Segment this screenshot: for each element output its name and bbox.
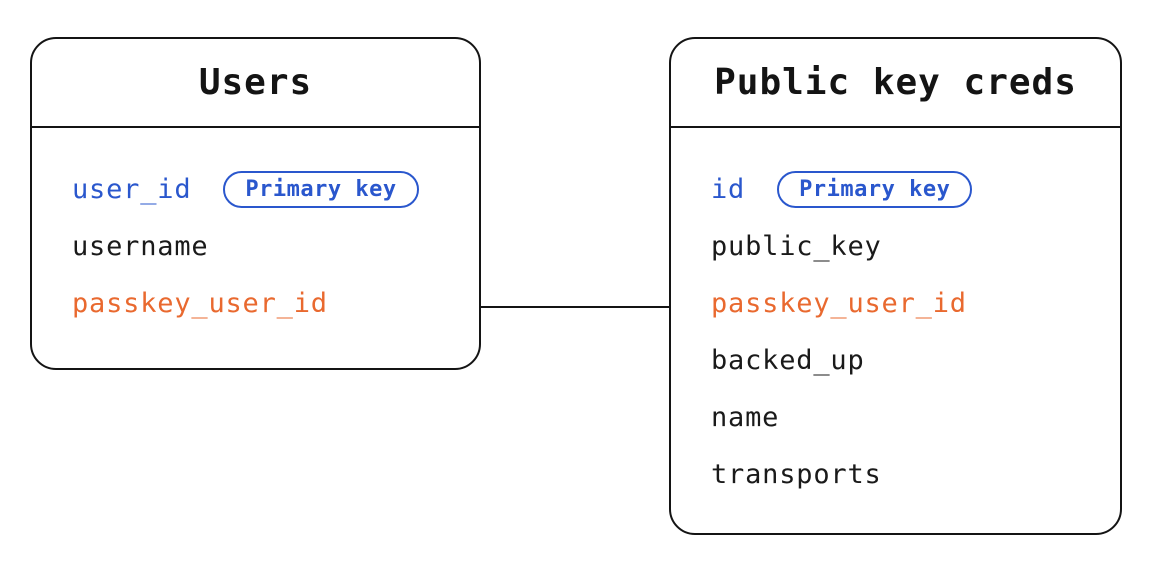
field-name: public_key bbox=[711, 231, 882, 262]
field-name: backed_up bbox=[711, 345, 865, 376]
entity-public-key-creds: Public key creds id Primary key public_key… bbox=[669, 37, 1122, 535]
field-row-username: username bbox=[72, 218, 479, 275]
entity-users-fields: user_id Primary key username passkey_user_i… bbox=[32, 128, 479, 332]
field-name: user_id bbox=[72, 174, 192, 205]
relationship-line bbox=[481, 306, 669, 308]
field-row-passkey_user_id: passkey_user_id bbox=[72, 275, 479, 332]
entity-public-key-creds-header: Public key creds bbox=[671, 39, 1120, 128]
entity-users: Users user_id Primary key username passkey_… bbox=[30, 37, 481, 370]
field-row-name: name bbox=[711, 389, 1120, 446]
entity-users-title: Users bbox=[198, 62, 313, 103]
field-row-id: id Primary key bbox=[711, 161, 1120, 218]
primary-key-badge: Primary key bbox=[223, 171, 419, 208]
field-name: transports bbox=[711, 459, 882, 490]
field-row-passkey_user_id: passkey_user_id bbox=[711, 275, 1120, 332]
field-row-backed_up: backed_up bbox=[711, 332, 1120, 389]
entity-public-key-creds-title: Public key creds bbox=[714, 62, 1077, 103]
field-name: passkey_user_id bbox=[72, 288, 328, 319]
field-name: username bbox=[72, 231, 209, 262]
field-row-public_key: public_key bbox=[711, 218, 1120, 275]
entity-users-header: Users bbox=[32, 39, 479, 128]
primary-key-badge: Primary key bbox=[777, 171, 973, 208]
field-name: passkey_user_id bbox=[711, 288, 967, 319]
field-name: name bbox=[711, 402, 780, 433]
field-name: id bbox=[711, 174, 746, 205]
field-row-transports: transports bbox=[711, 446, 1120, 503]
field-row-user_id: user_id Primary key bbox=[72, 161, 479, 218]
